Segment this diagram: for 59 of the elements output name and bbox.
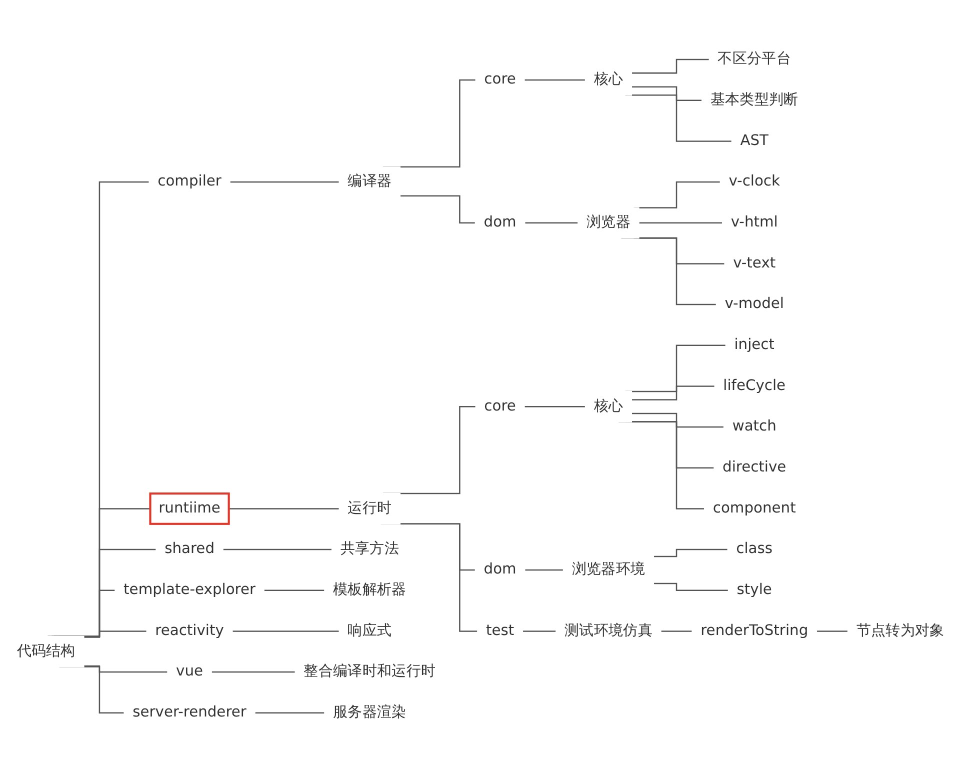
node-text: 共享方法 bbox=[340, 540, 399, 558]
connector bbox=[254, 712, 326, 714]
node-text: v-clock bbox=[728, 173, 780, 190]
node-text: component bbox=[712, 500, 796, 517]
connector bbox=[632, 386, 716, 401]
node-text: dom bbox=[484, 561, 516, 578]
node-text: shared bbox=[164, 540, 215, 558]
connector bbox=[400, 195, 476, 224]
node-text: class bbox=[736, 540, 773, 558]
node-text: renderToString bbox=[700, 622, 808, 640]
connector bbox=[232, 630, 340, 632]
node-text: watch bbox=[732, 418, 776, 436]
connector bbox=[524, 570, 564, 571]
node-text: 服务器渲染 bbox=[333, 704, 406, 721]
connector bbox=[230, 182, 340, 183]
connector bbox=[211, 672, 296, 673]
connector bbox=[524, 222, 579, 224]
node-text: core bbox=[484, 398, 516, 415]
connector bbox=[653, 583, 730, 592]
connector bbox=[84, 666, 168, 673]
node-text: 响应式 bbox=[348, 622, 392, 640]
connector bbox=[632, 86, 703, 102]
node-text: 模板解析器 bbox=[333, 582, 406, 599]
node-text: vue bbox=[176, 663, 204, 680]
connector bbox=[632, 59, 710, 74]
connector bbox=[222, 549, 333, 550]
node-text: server-renderer bbox=[132, 704, 246, 721]
node-text: dom bbox=[484, 214, 516, 232]
node-text: v-text bbox=[733, 255, 776, 272]
node-text: inject bbox=[734, 336, 774, 354]
connector bbox=[84, 630, 148, 638]
connector bbox=[522, 630, 557, 632]
node-text: 浏览器环境 bbox=[572, 561, 646, 578]
node-text: 节点转为对象 bbox=[856, 622, 944, 640]
connector bbox=[638, 222, 724, 224]
connector bbox=[653, 549, 728, 558]
node-text: 测试环境仿真 bbox=[564, 622, 652, 640]
connector bbox=[632, 413, 725, 428]
node-text: directive bbox=[722, 459, 786, 476]
node-text: reactivity bbox=[155, 622, 224, 640]
node-text: 整合编译时和运行时 bbox=[304, 663, 436, 680]
node-text: AST bbox=[740, 132, 769, 150]
connector bbox=[524, 80, 586, 81]
connector bbox=[228, 508, 340, 510]
node-text: v-html bbox=[730, 214, 778, 232]
node-text: 不区分平台 bbox=[718, 50, 792, 68]
node-text: 基本类型判断 bbox=[710, 92, 798, 109]
node-text: template-explorer bbox=[124, 582, 256, 599]
connector bbox=[660, 630, 693, 632]
node-text: v-model bbox=[724, 296, 784, 313]
node-box: runtiime bbox=[149, 492, 230, 526]
connector bbox=[264, 590, 326, 592]
connector bbox=[816, 630, 849, 632]
connector bbox=[524, 406, 586, 408]
node-text: style bbox=[736, 582, 772, 599]
node-text: core bbox=[484, 71, 516, 88]
node-text: test bbox=[486, 622, 514, 640]
node-text: lifeCycle bbox=[723, 378, 786, 394]
node-text: compiler bbox=[158, 173, 222, 190]
